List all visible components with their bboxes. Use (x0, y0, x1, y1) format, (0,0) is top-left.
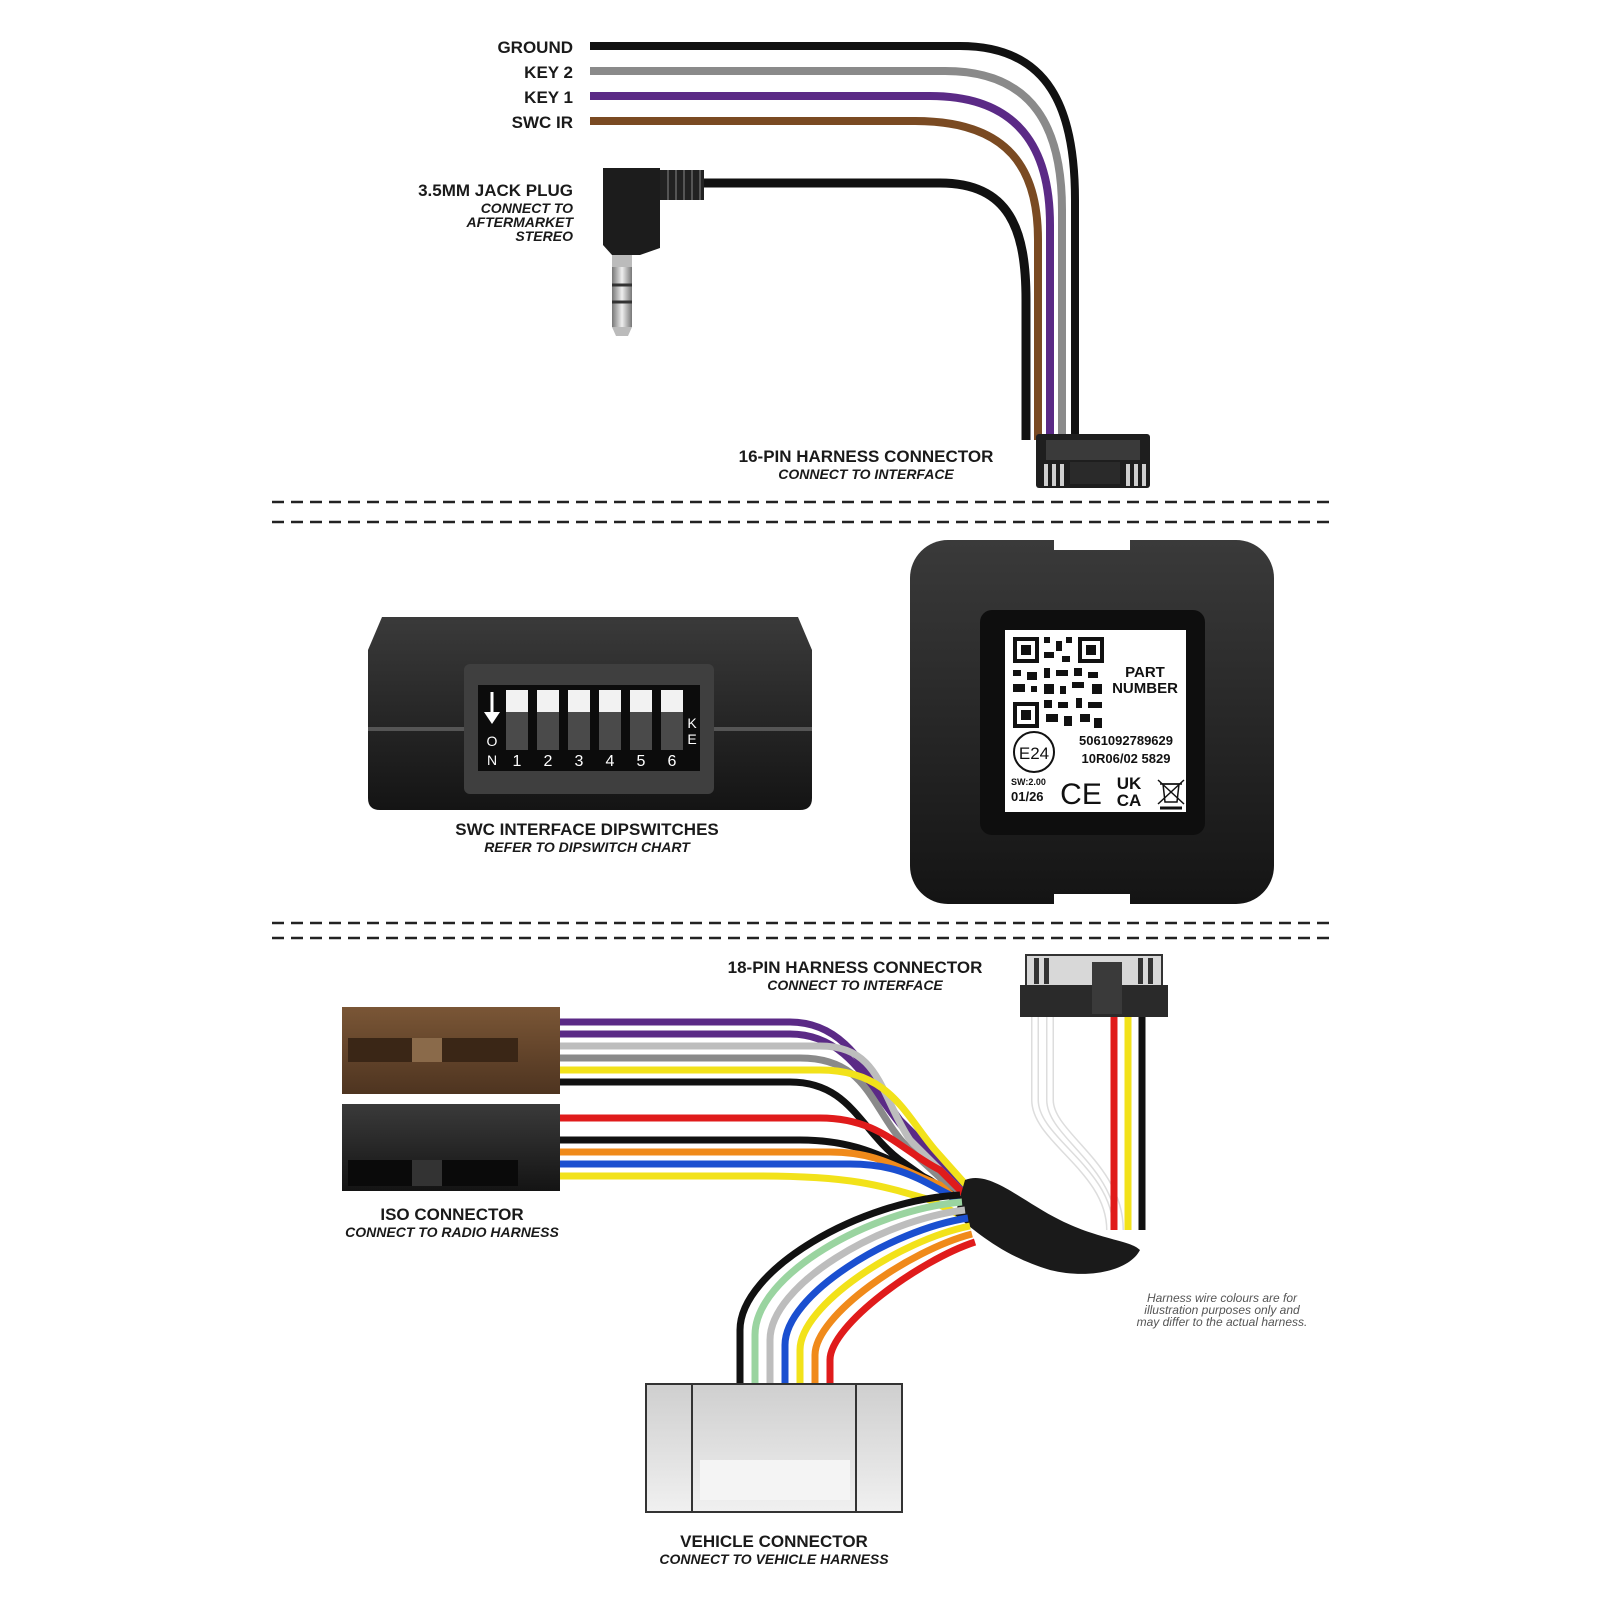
approval-number: 10R06/02 5829 (1082, 751, 1171, 766)
emark-text: E24 (1019, 744, 1049, 763)
jack-title: 3.5MM JACK PLUG (418, 181, 573, 200)
disclaimer: Harness wire colours are for illustratio… (1137, 1291, 1308, 1329)
jack-sub-1: CONNECT TO (481, 200, 573, 216)
dip-number-6: 6 (668, 753, 677, 770)
dip-numbers: 1 2 3 4 5 6 (513, 753, 677, 770)
dip-ke-k: K (687, 715, 697, 731)
connector-16pin (1036, 434, 1150, 488)
part-label-1: PART (1125, 664, 1165, 681)
wire-ground (590, 42, 1079, 440)
dip-number-4: 4 (606, 753, 615, 770)
dipswitch-box: O N 1 2 3 4 5 6 K E (368, 617, 812, 810)
iso-connector-black (342, 1104, 560, 1191)
vehicle-wires (736, 1191, 977, 1390)
emark-icon: E24 (1013, 731, 1055, 773)
ukca-ca: CA (1117, 791, 1142, 810)
wire-key1 (590, 92, 1054, 440)
part-label-2: NUMBER (1112, 680, 1178, 697)
wires-18pin (1031, 1017, 1146, 1231)
iso-connector-brown (342, 1007, 560, 1094)
vehicle-sub: CONNECT TO VEHICLE HARNESS (659, 1551, 889, 1567)
manufacture-date: 01/26 (1011, 789, 1044, 804)
label-ground: GROUND (497, 38, 573, 57)
dip-number-2: 2 (544, 753, 553, 770)
wire-labels: GROUND KEY 2 KEY 1 SWC IR (497, 38, 573, 132)
label-key2: KEY 2 (524, 63, 573, 82)
iso-wires (560, 1018, 983, 1229)
dip-switch-1[interactable] (506, 690, 528, 712)
dip-number-5: 5 (637, 753, 646, 770)
weee-bin-icon (1157, 779, 1185, 810)
dipswitch-title: SWC INTERFACE DIPSWITCHES (455, 820, 719, 839)
label-key1: KEY 1 (524, 88, 573, 107)
pin18-title: 18-PIN HARNESS CONNECTOR (728, 958, 983, 977)
dipswitch-sub: REFER TO DIPSWITCH CHART (484, 839, 691, 855)
separator-bottom (272, 921, 1332, 940)
barcode-number: 5061092789629 (1079, 733, 1173, 748)
disclaimer-line-3: may differ to the actual harness. (1137, 1315, 1308, 1329)
vehicle-connector (645, 1383, 903, 1513)
ukca-uk: UK (1117, 774, 1142, 793)
jack-plug (603, 168, 704, 336)
jack-label: 3.5MM JACK PLUG CONNECT TO AFTERMARKET S… (418, 181, 574, 244)
jack-sub-2: AFTERMARKET (465, 214, 574, 230)
top-harness-wires (590, 42, 1079, 440)
dip-number-1: 1 (513, 753, 522, 770)
disclaimer-line-2: illustration purposes only and (1144, 1303, 1300, 1317)
wire-swc-ir (590, 117, 1042, 440)
pin18-sub: CONNECT TO INTERFACE (767, 977, 943, 993)
jack-sub-3: STEREO (515, 228, 573, 244)
interface-module: PART NUMBER E24 5061092789629 10R06/02 5… (910, 534, 1274, 910)
dip-number-3: 3 (575, 753, 584, 770)
pin16-title: 16-PIN HARNESS CONNECTOR (739, 447, 994, 466)
dip-switch-2[interactable] (537, 690, 559, 712)
iso-title: ISO CONNECTOR (380, 1205, 523, 1224)
vehicle-title: VEHICLE CONNECTOR (680, 1532, 868, 1551)
dip-switches (506, 690, 683, 750)
iso-sub: CONNECT TO RADIO HARNESS (345, 1224, 559, 1240)
dip-switch-5[interactable] (630, 690, 652, 712)
dip-switch-4[interactable] (599, 690, 621, 712)
wire-key2 (590, 67, 1066, 440)
connector-18pin (1020, 954, 1168, 1017)
separator-top (272, 500, 1332, 524)
qr-code-icon (1013, 637, 1104, 728)
dip-on-o: O (487, 733, 498, 749)
ce-mark-icon: CE (1060, 778, 1102, 811)
dip-ke-e: E (687, 731, 696, 747)
harness-loom (955, 1178, 1140, 1274)
label-swc-ir: SWC IR (512, 113, 573, 132)
wire-jack-cable (700, 178, 1031, 440)
pin16-sub: CONNECT TO INTERFACE (778, 466, 954, 482)
dip-switch-6[interactable] (661, 690, 683, 712)
on-arrow-icon (484, 692, 500, 724)
software-version: SW:2.00 (1011, 777, 1046, 787)
dip-on-n: N (487, 752, 497, 768)
disclaimer-line-1: Harness wire colours are for (1147, 1291, 1298, 1305)
dip-switch-3[interactable] (568, 690, 590, 712)
